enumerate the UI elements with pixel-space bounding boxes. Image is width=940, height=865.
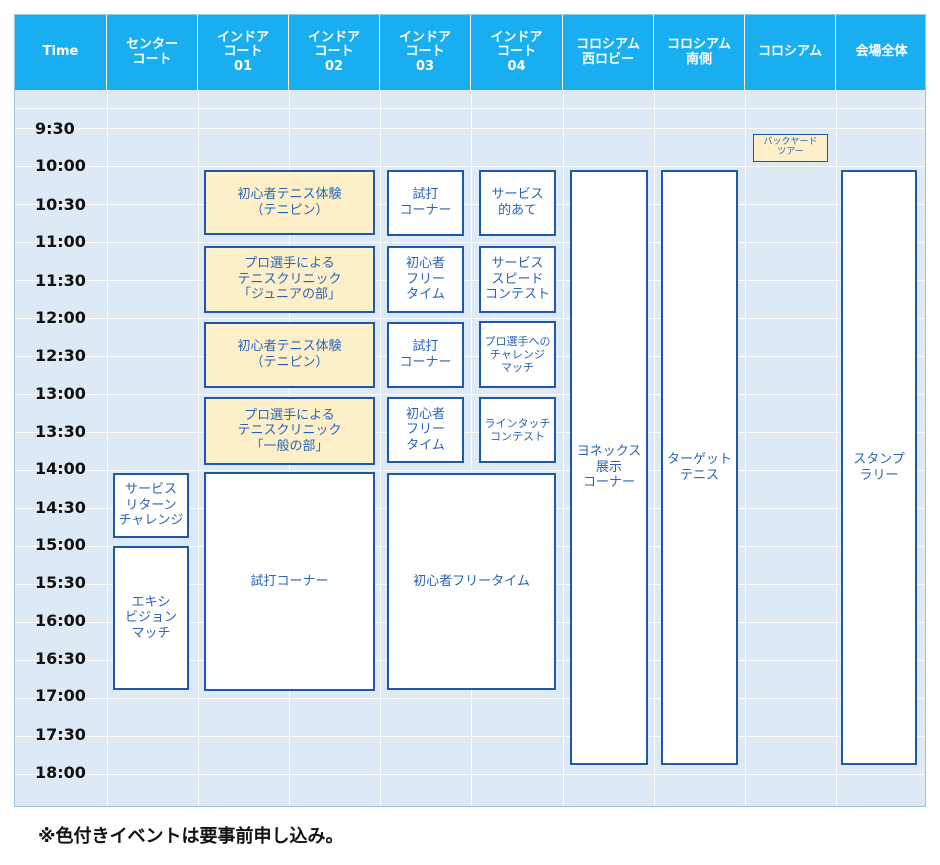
time-label: 14:30	[35, 498, 86, 517]
header-indoor-court-01: インドア コート 01	[198, 15, 289, 90]
time-label: 15:00	[35, 535, 86, 554]
grid-vline	[836, 90, 837, 806]
grid-vline	[471, 90, 472, 806]
time-label: 10:00	[35, 156, 86, 175]
time-label: 18:00	[35, 763, 86, 782]
header-center-court: センター コート	[107, 15, 198, 90]
grid-vline	[107, 90, 108, 806]
grid-vline	[654, 90, 655, 806]
event-trial-corner-2[interactable]: 試打 コーナー	[387, 322, 464, 388]
header-indoor-court-03: インドア コート 03	[380, 15, 471, 90]
header-indoor-court-02: インドア コート 02	[289, 15, 380, 90]
event-free-time-big[interactable]: 初心者フリータイム	[387, 473, 556, 690]
event-free-time-1[interactable]: 初心者 フリー タイム	[387, 246, 464, 313]
event-yonex-display[interactable]: ヨネックス 展示 コーナー	[570, 170, 648, 765]
grid-hline	[15, 432, 925, 433]
event-pro-clinic-general[interactable]: プロ選手による テニスクリニック 「一般の部」	[204, 397, 375, 465]
grid-hline	[15, 736, 925, 737]
event-exhibition[interactable]: エキシ ビジョン マッチ	[113, 546, 189, 690]
event-serve-target[interactable]: サービス 的あて	[479, 170, 556, 236]
time-label: 9:30	[35, 119, 75, 138]
footnote: ※色付きイベントは要事前申し込み。	[38, 826, 344, 847]
time-label: 11:00	[35, 232, 86, 251]
grid-hline	[15, 318, 925, 319]
time-label: 17:00	[35, 686, 86, 705]
grid-hline	[15, 698, 925, 699]
grid-hline	[15, 394, 925, 395]
grid-hline	[15, 356, 925, 357]
header-time: Time	[15, 15, 107, 90]
time-label: 15:30	[35, 573, 86, 592]
time-label: 13:30	[35, 422, 86, 441]
event-backyard-tour[interactable]: バックヤード ツアー	[753, 134, 828, 162]
grid-hline	[15, 280, 925, 281]
event-pro-clinic-junior[interactable]: プロ選手による テニスクリニック 「ジュニアの部」	[204, 246, 375, 313]
event-trial-corner-1[interactable]: 試打 コーナー	[387, 170, 464, 236]
time-label: 10:30	[35, 195, 86, 214]
event-beginner-tennis-1[interactable]: 初心者テニス体験 （テニピン）	[204, 170, 375, 235]
grid-hline	[15, 470, 925, 471]
event-target-tennis[interactable]: ターゲット テニス	[661, 170, 738, 765]
time-label: 12:00	[35, 308, 86, 327]
header-colosseum-west-lobby: コロシアム 西ロビー	[563, 15, 654, 90]
schedule-table: Time センター コート インドア コート 01 インドア コート 02 イン…	[14, 14, 926, 807]
header-colosseum: コロシアム	[745, 15, 836, 90]
time-label: 12:30	[35, 346, 86, 365]
time-label: 14:00	[35, 459, 86, 478]
header-whole-venue: 会場全体	[836, 15, 925, 90]
event-serve-speed[interactable]: サービス スピード コンテスト	[479, 246, 556, 313]
header-colosseum-south: コロシアム 南側	[654, 15, 745, 90]
event-stamp-rally[interactable]: スタンプ ラリー	[841, 170, 917, 765]
time-label: 16:00	[35, 611, 86, 630]
event-line-touch[interactable]: ラインタッチ コンテスト	[479, 397, 556, 463]
event-free-time-2[interactable]: 初心者 フリー タイム	[387, 397, 464, 463]
grid-hline	[15, 128, 925, 129]
event-beginner-tennis-2[interactable]: 初心者テニス体験 （テニピン）	[204, 322, 375, 388]
grid-vline	[380, 90, 381, 806]
grid-vline	[198, 90, 199, 806]
grid-hline	[15, 108, 925, 109]
event-pro-challenge[interactable]: プロ選手への チャレンジ マッチ	[479, 321, 556, 388]
time-label: 11:30	[35, 271, 86, 290]
grid-hline	[15, 242, 925, 243]
grid-hline	[15, 204, 925, 205]
grid-hline	[15, 166, 925, 167]
grid-vline	[745, 90, 746, 806]
time-label: 13:00	[35, 384, 86, 403]
time-label: 16:30	[35, 649, 86, 668]
time-label: 17:30	[35, 725, 86, 744]
header-indoor-court-04: インドア コート 04	[471, 15, 563, 90]
event-trial-corner-big[interactable]: 試打コーナー	[204, 472, 375, 691]
grid-hline	[15, 774, 925, 775]
grid-vline	[563, 90, 564, 806]
event-service-return[interactable]: サービス リターン チャレンジ	[113, 473, 189, 538]
